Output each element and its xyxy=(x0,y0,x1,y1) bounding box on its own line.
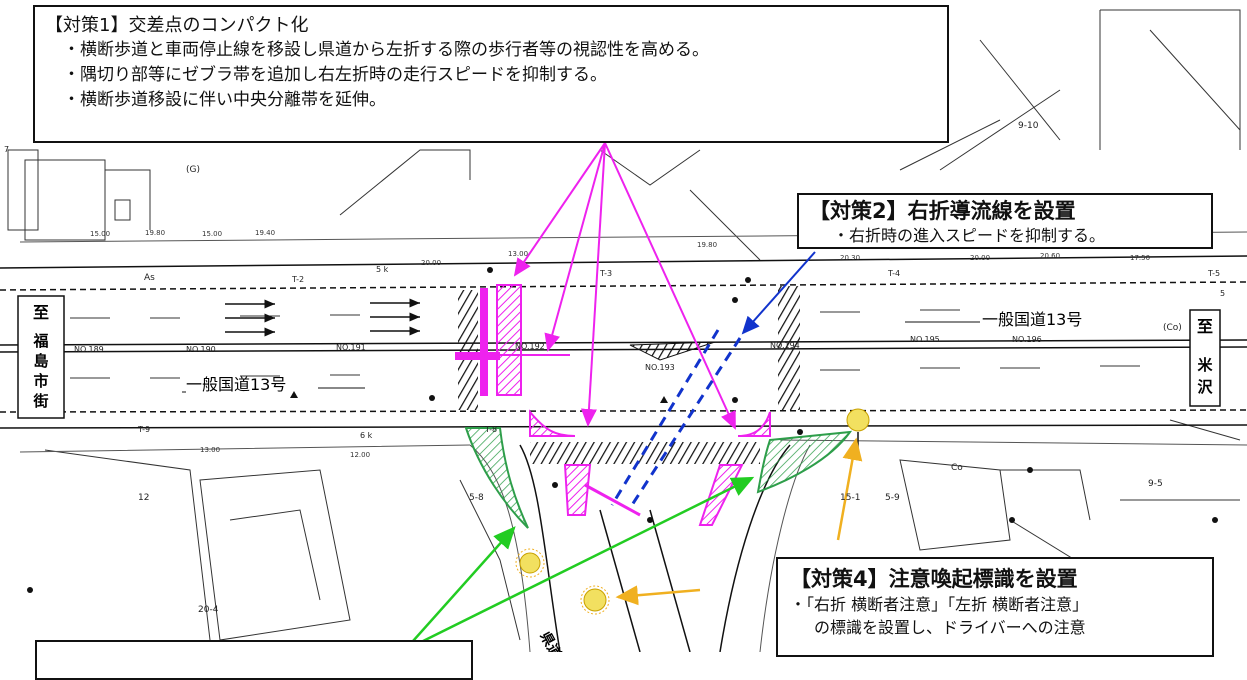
station-label: NO.194 xyxy=(770,341,800,350)
station-label: NO.190 xyxy=(186,345,216,354)
parcel-labels: (G) As 12 20-4 5-8 5-9 15-1 9-5 9-10 Co … xyxy=(138,121,1182,615)
elevation-label: 15.00 xyxy=(90,230,110,238)
misc-label: 5 xyxy=(1220,289,1225,298)
station-label: NO.196 xyxy=(1012,335,1042,344)
misc-labels: T-2 T-3 T-4 T-5 T-8 T-9 5 5 k 6 k 7 xyxy=(4,145,1225,440)
parcel-label: 5-9 xyxy=(885,493,900,503)
parcel-label: 9-5 xyxy=(1148,479,1163,489)
elevation-label: 13.00 xyxy=(508,250,528,258)
measure4-item: の標識を設置し、ドライバーへの注意 xyxy=(814,618,1086,637)
elevation-label: 12.00 xyxy=(350,451,370,459)
map-symbols xyxy=(27,267,1218,593)
measure4-callout: 【対策4】注意喚起標識を設置 ・「右折 横断者注意」「左折 横断者注意」 の標識… xyxy=(776,557,1214,657)
elevation-label: 17.50 xyxy=(1130,254,1150,262)
parcel-label: 9-10 xyxy=(1018,121,1039,131)
national-route-13 xyxy=(0,231,1247,453)
station-label: NO.191 xyxy=(336,343,366,352)
dest-char: 至 xyxy=(33,303,49,322)
parcel-label: 15-1 xyxy=(840,493,860,503)
elevation-label: 19.40 xyxy=(255,229,275,237)
crosswalks xyxy=(458,286,800,464)
parcel-label: 20-4 xyxy=(198,605,219,615)
parcel-label: As xyxy=(144,273,155,283)
station-labels: NO.189 NO.190 NO.191 NO.192 NO.193 NO.19… xyxy=(74,335,1042,372)
elevation-label: 20.00 xyxy=(970,254,990,262)
measure2-item: ・右折時の進入スピードを抑制する。 xyxy=(833,226,1106,245)
road-label-west: 一般国道13号 xyxy=(186,375,286,394)
misc-label: 6 k xyxy=(360,431,373,440)
station-label: NO.189 xyxy=(74,345,104,354)
measure1-item: ・横断歩道と車両停止線を移設し県道から左折する際の歩行者等の視認性を高める。 xyxy=(63,40,709,60)
elevation-label: 20.60 xyxy=(1040,252,1060,260)
measure4-item: ・「右折 横断者注意」「左折 横断者注意」 xyxy=(790,595,1089,614)
misc-label: T-4 xyxy=(887,269,900,278)
destination-fukushima: 至 福 島 市 街 xyxy=(17,295,65,419)
misc-label: T-2 xyxy=(291,275,304,284)
elevation-label: 19.80 xyxy=(145,229,165,237)
measure4-title: 【対策4】注意喚起標識を設置 xyxy=(790,567,1078,591)
misc-label: T-8 xyxy=(484,425,497,434)
misc-label: 7 xyxy=(4,145,9,154)
parcel-label: 5-8 xyxy=(469,493,484,503)
station-label: NO.193 xyxy=(645,363,675,372)
parcel-lines xyxy=(7,9,1241,641)
misc-label: T-3 xyxy=(599,269,612,278)
elevation-label: 19.80 xyxy=(697,241,717,249)
dest-char: 沢 xyxy=(1197,378,1213,396)
measure1-item: ・隅切り部等にゼブラ帯を追加し右左折時の走行スピードを抑制する。 xyxy=(63,65,607,85)
measure2-right-turn-guide xyxy=(610,251,816,506)
measure3-callout-partial xyxy=(35,640,473,680)
parcel-label: (G) xyxy=(186,165,200,175)
dest-char: 福 xyxy=(32,332,48,350)
dest-char: 市 xyxy=(33,372,48,390)
measure2-callout: 【対策2】右折導流線を設置 ・右折時の進入スピードを抑制する。 xyxy=(797,193,1213,249)
measure1-callout: 【対策1】交差点のコンパクト化 ・横断歩道と車両停止線を移設し県道から左折する際… xyxy=(33,5,949,143)
measure2-title: 【対策2】右折導流線を設置 xyxy=(809,199,1076,223)
misc-label: T-5 xyxy=(1207,269,1220,278)
measure4-warning-signs xyxy=(515,408,870,615)
destination-yonezawa: 至 米 沢 xyxy=(1189,309,1221,407)
measure1-title: 【対策1】交差点のコンパクト化 xyxy=(45,15,309,36)
dest-char: 米 xyxy=(1197,356,1213,374)
road-label-east: 一般国道13号 xyxy=(982,310,1082,329)
dest-char: 街 xyxy=(32,392,48,410)
measure1-arrows xyxy=(513,142,736,430)
measure3-green-zebras xyxy=(404,427,853,652)
elevation-labels: 15.00 19.80 15.00 19.40 13.00 20.00 19.8… xyxy=(90,229,1150,459)
elevation-label: 13.00 xyxy=(200,446,220,454)
dest-char: 至 xyxy=(1197,317,1213,336)
misc-label: 5 k xyxy=(376,265,389,274)
measure1-item: ・横断歩道移設に伴い中央分離帯を延伸。 xyxy=(63,90,386,110)
elevation-label: 20.00 xyxy=(421,259,441,267)
prefectural-road-label: 県道 xyxy=(536,629,564,652)
elevation-label: 20.30 xyxy=(840,254,860,262)
parcel-label: (Co) xyxy=(1163,323,1182,333)
parcel-label: Co xyxy=(951,463,963,473)
elevation-label: 15.00 xyxy=(202,230,222,238)
station-label: NO.192 xyxy=(515,342,545,351)
station-label: NO.195 xyxy=(910,335,940,344)
dest-char: 島 xyxy=(33,352,48,370)
intersection-plan-map: 至 福 島 市 街 至 米 沢 一般国道13号 一般国道13号 県道 NO.18… xyxy=(0,9,1247,652)
parcel-label: 12 xyxy=(138,493,149,503)
prefectural-road xyxy=(469,444,811,652)
misc-label: T-9 xyxy=(137,425,150,434)
measure1-zebra-markings xyxy=(455,284,771,526)
